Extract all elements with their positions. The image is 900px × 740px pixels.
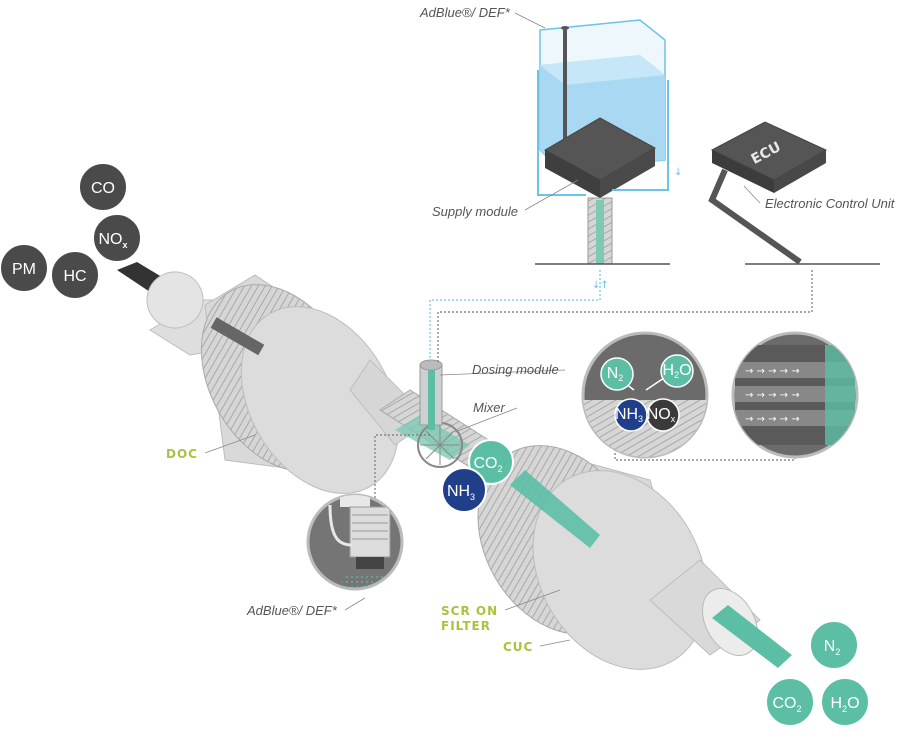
leader-lines: [204, 12, 761, 647]
gas-nox-reaction-text: NOx: [647, 406, 676, 424]
return-arrow: ↓: [674, 167, 682, 178]
gas-pm-text: PM: [12, 261, 36, 278]
scr-filter-unit: [477, 445, 792, 670]
labels: AdBlue®/ DEF* Supply module Electronic C…: [166, 5, 896, 654]
gas-bubble-h2o-reaction: [660, 354, 694, 388]
gas-bubble-co2-outlet: [765, 677, 815, 727]
gas-bubble-pm: [0, 243, 49, 293]
gas-nox-text: NOx: [98, 231, 127, 250]
adblue-bottom-label: AdBlue®/ DEF*: [246, 603, 338, 618]
ecu-label: Electronic Control Unit: [765, 196, 896, 211]
dosing-module: [419, 359, 443, 430]
svg-text:→ → → → →: → → → → →: [745, 366, 800, 377]
inlet-gas-bubbles: CO NOx PM HC: [0, 162, 142, 300]
scr-label-line2: FILTER: [441, 619, 491, 633]
reaction-gas-bubbles: N2 H2O NH3 NOx: [600, 354, 694, 432]
gas-h2o-outlet-text: H2O: [830, 695, 859, 714]
scr-label-line1: SCR ON: [441, 604, 498, 618]
gas-bubble-co2-mixer: [468, 439, 514, 485]
cuc-label: CUC: [503, 640, 533, 654]
adblue-top-label: AdBlue®/ DEF*: [419, 5, 511, 20]
gas-nh3-reaction-text: NH3: [615, 406, 643, 424]
svg-text:→ → → → →: → → → → →: [745, 414, 800, 425]
gas-bubble-n2-reaction: [600, 357, 634, 391]
flow-arrows: ↓↑: [592, 280, 609, 291]
gas-bubble-nox-reaction: [646, 398, 680, 432]
doc-unit: [146, 271, 431, 494]
dosing-module-label: Dosing module: [472, 362, 559, 377]
gas-n2-outlet-text: N2: [824, 638, 841, 657]
nozzle-detail-bubble: [306, 493, 404, 591]
mixer-gas-bubbles: CO2 NH3: [441, 439, 514, 513]
gas-hc-text: HC: [63, 268, 86, 285]
gas-bubble-hc: [50, 250, 100, 300]
gas-h2o-reaction-text: H2O: [662, 362, 691, 380]
mixer-label: Mixer: [473, 400, 505, 415]
doc-label: DOC: [166, 447, 198, 461]
gas-co-text: CO: [91, 180, 115, 197]
gas-n2-reaction-text: N2: [607, 365, 624, 383]
gas-bubble-co: [78, 162, 128, 212]
svg-text:→ → → → →: → → → → →: [745, 390, 800, 401]
ecu-box: ECU: [708, 121, 880, 265]
gas-nh3-mixer-text: NH3: [447, 483, 475, 502]
gas-bubble-nh3-mixer: [441, 467, 487, 513]
gas-co2-outlet-text: CO2: [772, 695, 801, 714]
supply-module-label: Supply module: [432, 204, 518, 219]
gas-bubble-nox: [92, 213, 142, 263]
gas-bubble-h2o-outlet: [820, 677, 870, 727]
gas-bubble-n2-outlet: [809, 620, 859, 670]
outlet-gas-bubbles: N2 CO2 H2O: [765, 620, 870, 727]
reaction-detail-bubble: [581, 331, 709, 459]
adblue-tank: [535, 19, 670, 265]
gas-co2-mixer-text: CO2: [473, 455, 502, 474]
channel-detail-bubble: → → → → → → → → → → → → → → →: [731, 331, 859, 459]
